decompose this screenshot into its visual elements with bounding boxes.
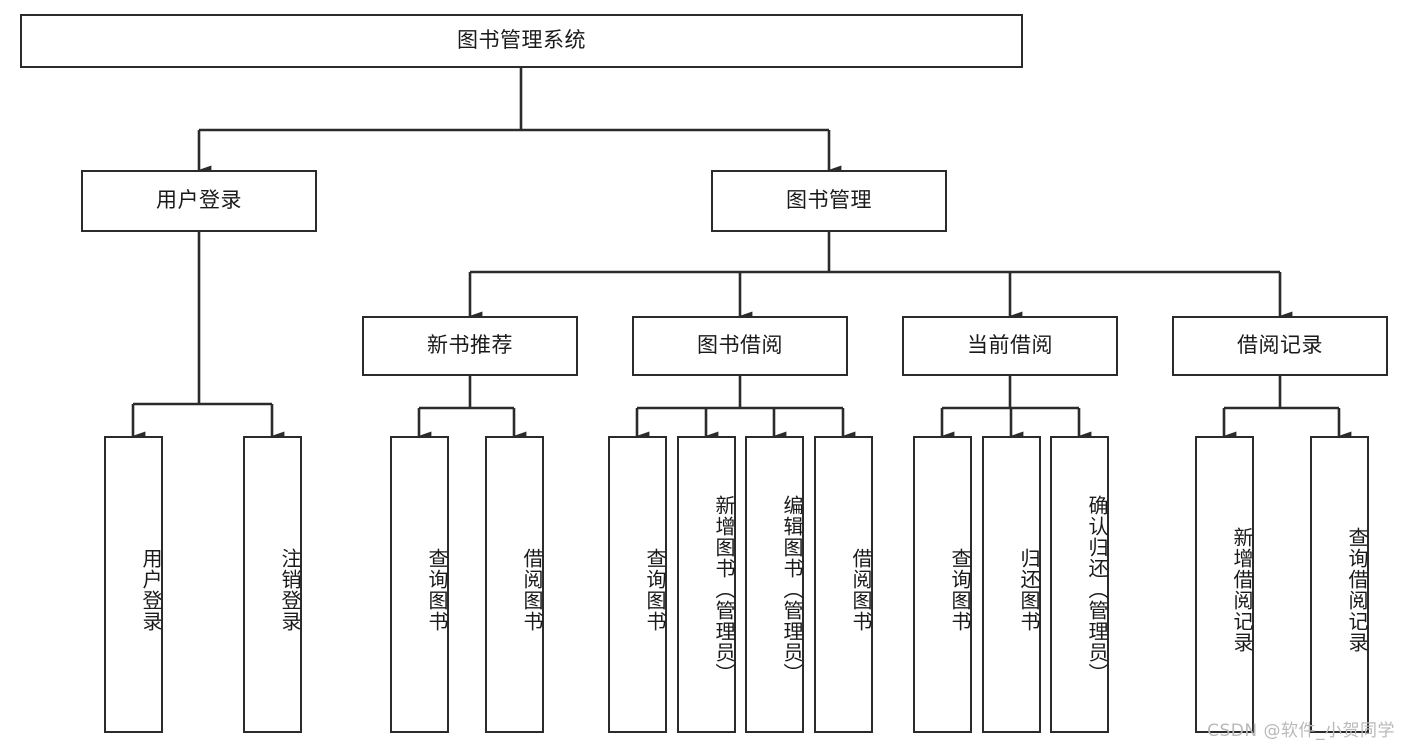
node-leaf-user-login[interactable]: 用户登录	[104, 436, 163, 733]
node-label: 确认归还（管理员）	[1085, 495, 1109, 684]
node-borrow-record[interactable]: 借阅记录	[1172, 316, 1388, 376]
node-label: 注销登录	[278, 547, 302, 632]
node-label: 借阅图书	[520, 547, 544, 632]
node-leaf-borrow-add-book[interactable]: 新增图书（管理员）	[677, 436, 736, 733]
node-label: 借阅图书	[849, 547, 873, 632]
node-root[interactable]: 图书管理系统	[20, 14, 1023, 68]
node-label: 编辑图书（管理员）	[780, 495, 804, 684]
node-label: 新增图书（管理员）	[712, 495, 736, 684]
node-label: 查询借阅记录	[1345, 526, 1369, 653]
node-leaf-rec-query-record[interactable]: 查询借阅记录	[1310, 436, 1369, 733]
node-label: 用户登录	[139, 547, 163, 632]
node-leaf-borrow-borrow-book[interactable]: 借阅图书	[814, 436, 873, 733]
node-new-book-recommend[interactable]: 新书推荐	[362, 316, 578, 376]
node-label: 查询图书	[425, 547, 449, 632]
node-leaf-rec-add-record[interactable]: 新增借阅记录	[1195, 436, 1254, 733]
node-leaf-rec-query-book[interactable]: 查询图书	[390, 436, 449, 733]
node-book-manage[interactable]: 图书管理	[711, 170, 947, 232]
node-book-borrow[interactable]: 图书借阅	[632, 316, 848, 376]
node-user-login[interactable]: 用户登录	[81, 170, 317, 232]
node-leaf-rec-borrow-book[interactable]: 借阅图书	[485, 436, 544, 733]
node-leaf-cur-confirm-return[interactable]: 确认归还（管理员）	[1050, 436, 1109, 733]
csdn-watermark: CSDN @软件_小贺同学	[1207, 721, 1395, 741]
node-label: 归还图书	[1017, 547, 1041, 632]
node-current-borrow[interactable]: 当前借阅	[902, 316, 1118, 376]
node-label: 新增借阅记录	[1230, 526, 1254, 653]
node-label: 查询图书	[948, 547, 972, 632]
node-leaf-cur-query-book[interactable]: 查询图书	[913, 436, 972, 733]
node-label: 查询图书	[643, 547, 667, 632]
node-leaf-borrow-query-book[interactable]: 查询图书	[608, 436, 667, 733]
node-leaf-cur-return-book[interactable]: 归还图书	[982, 436, 1041, 733]
node-leaf-borrow-edit-book[interactable]: 编辑图书（管理员）	[745, 436, 804, 733]
node-leaf-user-logout[interactable]: 注销登录	[243, 436, 302, 733]
